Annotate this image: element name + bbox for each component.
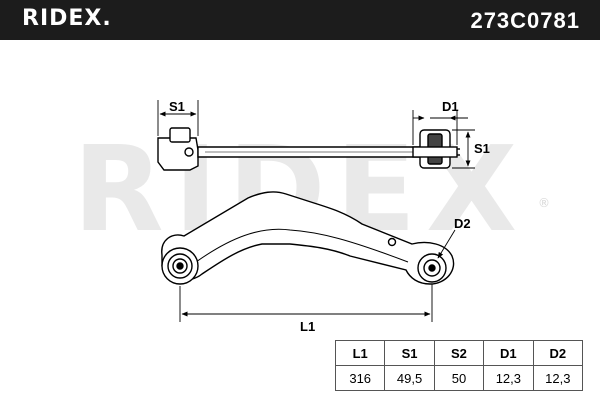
upper-rod-assembly [157, 127, 460, 171]
label-d2: D2 [454, 216, 471, 231]
left-bushing [169, 127, 191, 143]
specs-value-cell: 49,5 [384, 365, 435, 391]
specs-value-cell: 316 [334, 365, 386, 391]
specs-table: L1 S1 S2 D1 D2 316 49,5 50 12,3 12,3 [334, 340, 584, 391]
technical-drawing: S1 D1 S1 D2 L1 [157, 99, 490, 334]
dim-d1 [412, 110, 468, 145]
specs-value-cell: 12,3 [532, 365, 584, 391]
specs-header-row: L1 S1 S2 D1 D2 [334, 340, 584, 366]
control-arm [161, 191, 455, 285]
dim-d2 [437, 229, 456, 259]
label-s1-right: S1 [474, 141, 490, 156]
control-arm-body [161, 191, 455, 285]
label-s1-left: S1 [169, 99, 185, 114]
specs-header-cell: D2 [532, 340, 584, 366]
dim-s1-left [157, 100, 199, 136]
specs-value-cell: 12,3 [483, 365, 534, 391]
part-number: 273C0781 [470, 8, 580, 33]
header-bar: RIDEX. 273C0781 [0, 0, 600, 40]
specs-value-cell: 50 [433, 365, 485, 391]
specs-header-cell: L1 [334, 340, 386, 366]
watermark-registered-mark: ® [538, 196, 550, 210]
control-arm-rib [195, 228, 409, 263]
arm-small-hole [387, 237, 397, 247]
specs-header-cell: S2 [433, 340, 485, 366]
dim-l1 [179, 284, 433, 322]
label-d1: D1 [442, 99, 459, 114]
dim-s1-right [452, 129, 475, 169]
left-bracket-hole [184, 147, 194, 157]
specs-header-cell: D1 [483, 340, 534, 366]
right-bushing-sleeve [412, 146, 458, 158]
specs-value-row: 316 49,5 50 12,3 12,3 [334, 365, 584, 391]
label-l1: L1 [300, 319, 315, 334]
specs-header-cell: S1 [384, 340, 435, 366]
brand-logo: RIDEX. [22, 6, 112, 31]
left-bracket [157, 137, 199, 171]
